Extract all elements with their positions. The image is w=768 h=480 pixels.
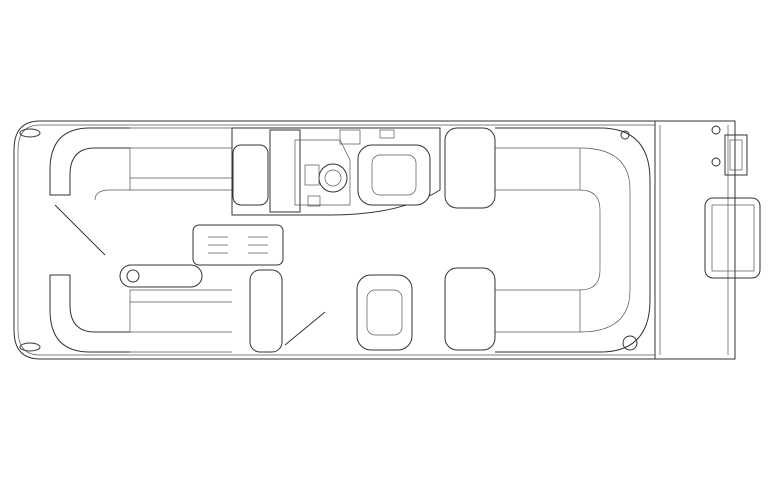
side-gate[interactable] (284, 311, 326, 346)
helm-console (231, 127, 441, 216)
swim-ladder[interactable] (704, 125, 761, 279)
seat-left-bottom[interactable] (249, 269, 283, 353)
bow-lounge-bottom (49, 274, 232, 353)
captain-chair[interactable] (357, 144, 431, 206)
bow-cleat-icons (19, 128, 41, 352)
hull-outline (13, 120, 736, 360)
seat-mid-bottom[interactable] (444, 267, 496, 351)
rear-lounge (495, 127, 651, 353)
bow-gate[interactable] (54, 204, 106, 256)
table (119, 224, 284, 288)
bow-lounge-top (49, 127, 232, 201)
seat-mid-top[interactable] (444, 127, 496, 209)
console-seat[interactable] (232, 144, 269, 206)
passenger-chair[interactable] (356, 274, 413, 351)
